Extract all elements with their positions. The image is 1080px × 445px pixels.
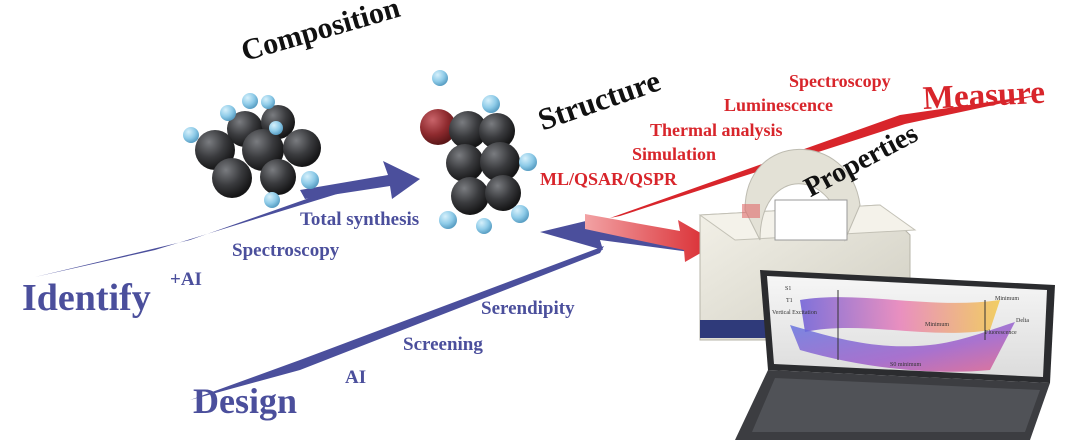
screen-label-minimum-mid: Minimum <box>925 322 950 328</box>
identify-arrow <box>300 161 420 199</box>
design-step-screening: Screening <box>403 334 483 355</box>
identify-step-total-synthesis: Total synthesis <box>300 209 420 230</box>
screen-label-s1: S1 <box>785 286 792 292</box>
measure-title: Measure <box>921 74 1046 117</box>
red-forward-arrow <box>585 214 718 262</box>
measure-step-ml-qsar-qspr: ML/QSAR/QSPR <box>540 169 678 189</box>
composition-molecule <box>183 93 321 208</box>
design-wedge <box>190 246 604 400</box>
design-step-ai: AI <box>345 367 367 388</box>
identify-title: Identify <box>22 277 151 319</box>
identify-step-spectroscopy: Spectroscopy <box>232 240 340 261</box>
laptop <box>735 270 1055 440</box>
measure-step-thermal-analysis: Thermal analysis <box>650 120 783 140</box>
structure-molecule <box>420 70 537 234</box>
screen-label-fluorescence: Fluorescence <box>985 330 1017 336</box>
design-title: Design <box>193 381 298 421</box>
screen-label-t1: T1 <box>786 298 793 304</box>
screen-label-vertical-excitation: Vertical Excitation <box>772 310 817 316</box>
measure-step-spectroscopy: Spectroscopy <box>789 71 891 91</box>
measure-step-luminescence: Luminescence <box>724 95 833 115</box>
design-step-serendipity: Serendipity <box>481 298 575 319</box>
blue-back-arrow <box>540 220 690 252</box>
screen-label-minimum-top: Minimum <box>995 296 1020 302</box>
screen-label-delta: Delta <box>1016 318 1029 324</box>
identify-step-ai: +AI <box>170 269 202 290</box>
measure-step-simulation: Simulation <box>632 144 717 164</box>
screen-label-s0-minimum: S0 minimum <box>890 362 922 368</box>
